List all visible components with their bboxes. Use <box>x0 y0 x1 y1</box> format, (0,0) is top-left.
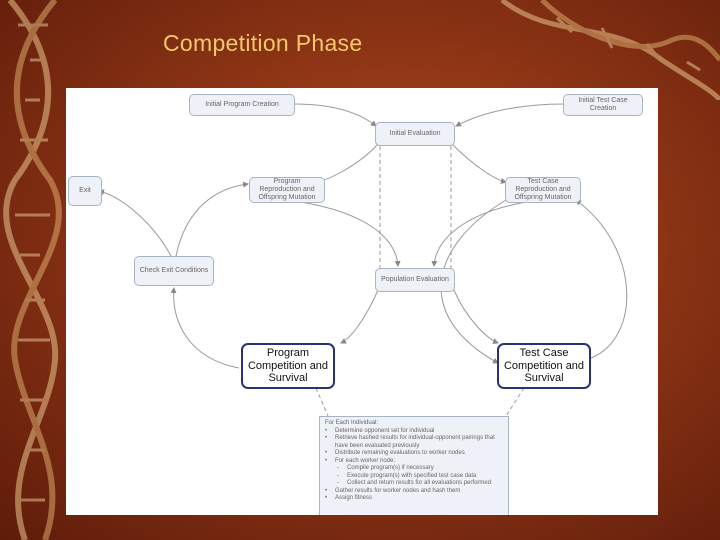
connector-testcase-repro-to-pop-eval <box>431 201 527 267</box>
notes-item: Distribute remaining evaluations to work… <box>325 450 503 458</box>
flowchart-panel: Initial Program Creation Initial Test Ca… <box>66 88 658 515</box>
connector-pop-eval-to-program-comp <box>340 289 379 344</box>
node-program-reproduction: Program Reproduction and Offspring Mutat… <box>249 177 325 203</box>
connector-check-exit-to-exit <box>98 189 172 257</box>
node-check-exit-conditions: Check Exit Conditions <box>134 256 214 286</box>
node-initial-test-case-creation: Initial Test Case Creation <box>563 94 643 116</box>
node-population-evaluation: Population Evaluation <box>375 268 455 292</box>
dna-strand-left-decoration <box>3 0 62 540</box>
slide-title: Competition Phase <box>163 30 363 56</box>
notes-item: Retrieve hashed results for individual-o… <box>325 435 503 450</box>
notes-list: Determine opponent set for individual Re… <box>325 428 503 503</box>
connector-initial-eval-to-testcase-repro <box>451 143 507 184</box>
node-test-case-competition: Test Case Competition and Survival <box>497 343 591 389</box>
connector-check-exit-to-program-repro <box>175 181 249 257</box>
notes-subitem: Collect and return results for all evalu… <box>325 480 503 488</box>
connector-program-comp-to-check-exit <box>170 287 240 369</box>
notes-item: Determine opponent set for individual <box>325 428 503 436</box>
node-initial-program-creation: Initial Program Creation <box>189 94 295 116</box>
evaluation-notes-box: For Each Individual: Determine opponent … <box>319 416 509 515</box>
notes-subitem: Compile program(s) if necessary <box>325 465 503 473</box>
connector-pop-eval-to-testcase-comp <box>453 289 499 344</box>
notes-subitem: Execute program(s) with specified test c… <box>325 473 503 481</box>
node-exit: Exit <box>68 176 102 206</box>
connector-program-repro-to-pop-eval <box>300 201 401 267</box>
connector-program-creation-to-initial-eval <box>293 103 377 127</box>
dna-strand-right-decoration <box>500 0 720 100</box>
notes-item: For each worker node: <box>325 458 503 466</box>
notes-item: Gather results for worker nodes and hash… <box>325 488 503 496</box>
connector-initial-eval-to-program-repro <box>317 143 379 184</box>
connector-testcase-comp-to-testcase-repro <box>575 199 628 359</box>
node-test-case-reproduction: Test Case Reproduction and Offspring Mut… <box>505 177 581 203</box>
notes-item: Assign fitness <box>325 495 503 503</box>
connector-testcase-creation-to-initial-eval <box>455 103 565 127</box>
node-program-competition: Program Competition and Survival <box>241 343 335 389</box>
node-initial-evaluation: Initial Evaluation <box>375 122 455 146</box>
notes-heading: For Each Individual: <box>325 420 379 426</box>
